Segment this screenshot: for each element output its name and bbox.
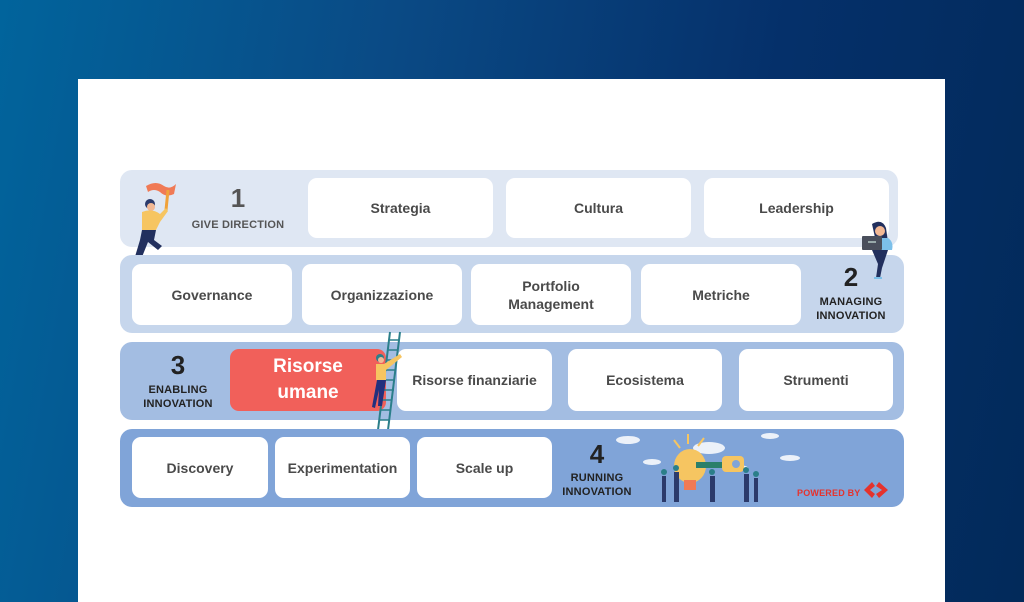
card-label: Ecosistema bbox=[606, 372, 684, 388]
runner-with-flag-icon bbox=[134, 183, 176, 262]
card-metriche[interactable]: Metriche bbox=[641, 264, 801, 325]
card-label: Leadership bbox=[759, 200, 834, 216]
team-with-lightbulb-key-icon bbox=[616, 433, 800, 502]
card-label: Risorse finanziarie bbox=[412, 372, 537, 388]
layer-2-title-line1: MANAGING bbox=[819, 296, 883, 308]
layer-3-number: 3 bbox=[170, 350, 186, 380]
woman-with-laptop-icon bbox=[862, 221, 893, 279]
layer-1-label: 1 GIVE DIRECTION bbox=[188, 184, 288, 232]
ladder-climber-icon bbox=[372, 331, 402, 431]
layer-3-title-line1: ENABLING bbox=[148, 384, 208, 396]
card-risorse-finanziarie[interactable]: Risorse finanziarie bbox=[397, 349, 552, 411]
card-label: Cultura bbox=[574, 200, 623, 216]
card-portfolio-management[interactable]: Portfolio Management bbox=[471, 264, 631, 325]
card-scale-up[interactable]: Scale up bbox=[417, 437, 552, 498]
card-organizzazione[interactable]: Organizzazione bbox=[302, 264, 462, 325]
card-discovery[interactable]: Discovery bbox=[132, 437, 268, 498]
card-governance[interactable]: Governance bbox=[132, 264, 292, 325]
card-label-line2: Management bbox=[508, 295, 594, 312]
card-leadership[interactable]: Leadership bbox=[704, 178, 889, 238]
card-label: Organizzazione bbox=[330, 286, 434, 303]
layer-2-number: 2 bbox=[843, 262, 859, 292]
card-experimentation[interactable]: Experimentation bbox=[275, 437, 410, 498]
card-label: Experimentation bbox=[287, 459, 398, 476]
card-label: Discovery bbox=[166, 459, 234, 476]
layer-4-title-line1: RUNNING bbox=[570, 472, 624, 484]
powered-by-label: POWERED BY bbox=[797, 488, 861, 498]
layer-3-label: 3 ENABLING INNOVATION bbox=[132, 351, 224, 411]
layer-2-label: 2 MANAGING INNOVATION bbox=[808, 263, 894, 323]
layer-4-label: 4 RUNNING INNOVATION bbox=[554, 440, 640, 499]
card-risorse-umane[interactable]: Risorse umane bbox=[230, 349, 386, 411]
card-cultura[interactable]: Cultura bbox=[506, 178, 691, 238]
content-panel bbox=[78, 79, 945, 602]
layer-4-title-line2: INNOVATION bbox=[562, 486, 632, 498]
card-label: Strategia bbox=[370, 200, 431, 216]
card-label: Scale up bbox=[455, 459, 514, 476]
double-chevron-logo-icon bbox=[864, 482, 888, 498]
card-strategia[interactable]: Strategia bbox=[308, 178, 493, 238]
card-ecosistema[interactable]: Ecosistema bbox=[568, 349, 722, 411]
card-label-line2: umane bbox=[277, 382, 339, 403]
card-label-line1: Risorse bbox=[273, 356, 343, 377]
layer-1-number: 1 bbox=[230, 183, 246, 213]
layer-3-title-line2: INNOVATION bbox=[143, 398, 213, 410]
layer-4-number: 4 bbox=[589, 439, 605, 469]
card-label-line1: Portfolio bbox=[522, 277, 580, 294]
card-label: Metriche bbox=[692, 286, 750, 303]
layer-1-title: GIVE DIRECTION bbox=[191, 219, 285, 231]
card-label: Governance bbox=[171, 286, 253, 303]
layer-2-title-line2: INNOVATION bbox=[816, 310, 886, 322]
card-strumenti[interactable]: Strumenti bbox=[739, 349, 893, 411]
card-label: Strumenti bbox=[783, 372, 849, 388]
